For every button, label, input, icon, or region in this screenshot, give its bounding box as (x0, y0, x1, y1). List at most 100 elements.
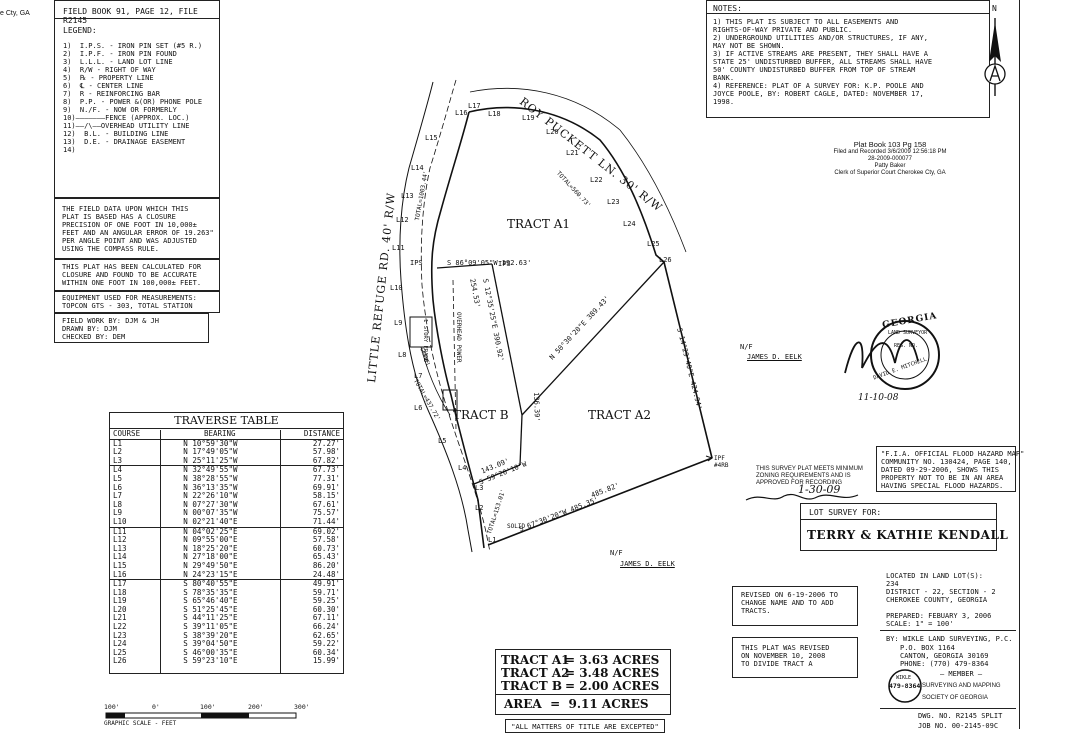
accuracy-note: THIS PLAT HAS BEEN CALCULATED FOR CLOSUR… (54, 259, 220, 291)
course-label: L23 (607, 198, 620, 206)
course-label: L11 (392, 244, 405, 252)
course-cell: L13 (113, 543, 127, 553)
legend-item: 5) ℞ - PROPERTY LINE (63, 74, 154, 82)
course-label: L3 (475, 484, 483, 492)
distance-cell: 24.48' (312, 569, 340, 579)
signature-scribble (844, 339, 919, 374)
bearing-cell: N 32°49'55"W (159, 465, 281, 475)
seal-sub: LAND SURVEYOR (888, 330, 928, 336)
clerk-name: Patty Baker (874, 163, 906, 169)
wikle-logo-top: WIKLE (896, 675, 912, 681)
distance-cell: 60.73' (312, 543, 340, 553)
lot-survey-box: LOT SURVEY FOR: TERRY & KATHIE KENDALL (800, 503, 1008, 551)
tract-a2-label: TRACT A2 (588, 408, 652, 422)
course-label: L21 (566, 149, 579, 157)
course-label: L4 (458, 464, 466, 472)
area-total: AREA = 9.11 ACRES (504, 697, 649, 711)
seal-date: 11-10-08 (858, 393, 899, 403)
bearing-cell: N 07°27'30"W (183, 499, 238, 509)
course-label: L24 (623, 220, 636, 228)
course-cell: L16 (113, 569, 127, 579)
north-arrow-icon (984, 18, 1006, 96)
bearing-cell: S 46°00'35"E (183, 647, 238, 657)
wikle-logo-num: 479-8364 (889, 682, 921, 690)
course-cell: L1 (113, 438, 123, 448)
scale-tick-label: 100' (104, 703, 120, 711)
corner-text: e Cty, GA (0, 10, 30, 17)
course-label: L20 (546, 128, 559, 136)
area-value: 9.11 ACRES (568, 697, 649, 711)
course-cell: L7 (113, 491, 123, 501)
legend-item: 3) L.L.L. - LAND LOT LINE (63, 58, 173, 66)
course-label: L25 (647, 240, 660, 248)
distance-cell: 69.91' (312, 482, 340, 492)
bearing-cell: N 18°25'20"E (183, 543, 238, 553)
legend-item: 10)———————FENCE (APPROX. LOC.) (63, 114, 190, 122)
scale-caption: GRAPHIC SCALE - FEET (104, 720, 177, 727)
acreage-row: TRACT A1= 3.63 ACRES (501, 653, 660, 667)
bearing-cell: S 80°40'55"E (159, 579, 281, 589)
dwg-divider (880, 708, 1016, 709)
course-cell: L14 (113, 552, 127, 562)
course-label: L8 (398, 351, 406, 359)
distance-cell: 71.44' (312, 516, 340, 526)
ipf-rebar: #4RB (714, 462, 729, 469)
acreage-tract: TRACT B (501, 679, 563, 693)
course-cell: L2 (113, 447, 123, 457)
bearing-cell: N 09°55'00"E (183, 535, 238, 545)
bearing-cell: S 39°04'50"E (183, 639, 238, 649)
traverse-header-cell: COURSE (110, 429, 160, 440)
course-cell: L15 (113, 560, 127, 570)
lot-survey-label: LOT SURVEY FOR: (809, 508, 882, 517)
course-label: L22 (590, 176, 603, 184)
ipf-label: IPF#4RB (714, 455, 728, 469)
distance-cell: 57.98' (312, 447, 340, 457)
closure-note: THE FIELD DATA UPON WHICH THIS PLAT IS B… (54, 198, 220, 259)
distance-cell: 67.82' (312, 455, 340, 465)
legend-item: 9) N./F. - NOW OR FORMERLY (63, 106, 177, 114)
distance-cell: 65.43' (312, 552, 340, 562)
acreage-row: TRACT B= 2.00 ACRES (501, 679, 660, 693)
dist-b-east: 136.39' (532, 392, 542, 422)
course-label: L26 (659, 256, 672, 264)
distance-cell: 49.91' (280, 579, 343, 589)
title-exception: "ALL MATTERS OF TITLE ARE EXCEPTED" (505, 719, 665, 733)
acreage-row: TRACT A2= 3.48 ACRES (501, 666, 660, 680)
scale-tick-label: 0' (152, 703, 160, 711)
approval-signature (745, 494, 859, 501)
ips-label-1: IPS (410, 259, 423, 267)
course-cell: L4 (110, 465, 160, 475)
recording-stamp: Plat Book 103 Pg 158 Filed and Recorded … (820, 140, 960, 177)
crew-note: FIELD WORK BY: DJM & JH DRAWN BY: DJM CH… (54, 313, 209, 343)
course-label: L13 (401, 192, 414, 200)
legend-item: 12) B.L. - BUILDING LINE (63, 130, 169, 138)
bearing-north-line: S 86°09'05"W 192.63' (447, 259, 532, 267)
nf-south-owner: JAMES D. EELK (620, 560, 675, 568)
acreage-value: 3.48 ACRES (579, 666, 660, 680)
course-label: L10 (390, 284, 403, 292)
bearing-cell: S 38°39'20"E (183, 630, 238, 640)
course-label: L19 (522, 114, 535, 122)
client-name: TERRY & KATHIE KENDALL (807, 528, 1009, 542)
nf-east: N/F (740, 343, 753, 351)
equipment-note: EQUIPMENT USED FOR MEASUREMENTS: TOPCON … (54, 291, 220, 313)
bearing-cell: N 38°28'55"W (183, 473, 238, 483)
surveyor-by: BY: WIKLE LAND SURVEYING, P.C. (886, 635, 1013, 643)
distance-cell: 58.15' (312, 491, 340, 501)
course-label: L6 (414, 404, 422, 412)
course-label: L16 (455, 109, 468, 117)
prepared-text: PREPARED: FEBUARY 3, 2006 SCALE: 1" = 10… (886, 612, 992, 628)
